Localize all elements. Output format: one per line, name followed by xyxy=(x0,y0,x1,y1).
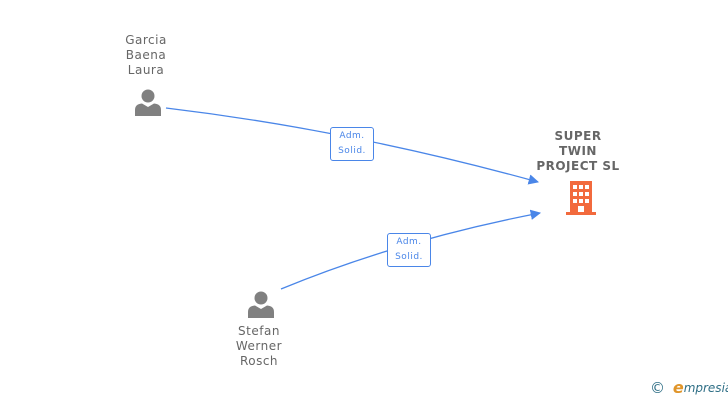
person-name-line: Rosch xyxy=(239,354,279,368)
person-name-line: Stefan xyxy=(238,324,280,338)
relation-label-line: Adm. xyxy=(396,237,422,247)
brand-watermark: © empresia xyxy=(650,378,728,398)
relation-label-line: Solid. xyxy=(395,252,423,262)
person-icon[interactable] xyxy=(247,290,275,318)
relation-label-line: Solid. xyxy=(338,146,366,156)
building-icon[interactable] xyxy=(564,180,598,216)
relation-label-line: Adm. xyxy=(339,131,365,141)
person-name-stefan[interactable]: Stefan Werner Rosch xyxy=(224,324,294,369)
copyright-symbol: © xyxy=(650,379,665,397)
company-name[interactable]: SUPER TWIN PROJECT SL xyxy=(528,129,628,174)
company-name-line: TWIN xyxy=(559,144,597,158)
person-name-line: Laura xyxy=(127,63,165,77)
company-name-line: PROJECT SL xyxy=(536,159,620,173)
person-name-line: Baena xyxy=(125,48,167,62)
person-icon[interactable] xyxy=(134,88,162,116)
relation-label-garcia[interactable]: Adm. Solid. xyxy=(330,127,374,161)
company-name-line: SUPER xyxy=(554,129,602,143)
relation-label-stefan[interactable]: Adm. Solid. xyxy=(387,233,431,267)
person-name-line: Werner xyxy=(235,339,283,353)
person-name-line: Garcia xyxy=(125,33,167,47)
brand-logo-text: mpresia xyxy=(683,381,728,395)
person-name-garcia[interactable]: Garcia Baena Laura xyxy=(111,33,181,78)
brand-logo-initial: e xyxy=(672,378,684,397)
